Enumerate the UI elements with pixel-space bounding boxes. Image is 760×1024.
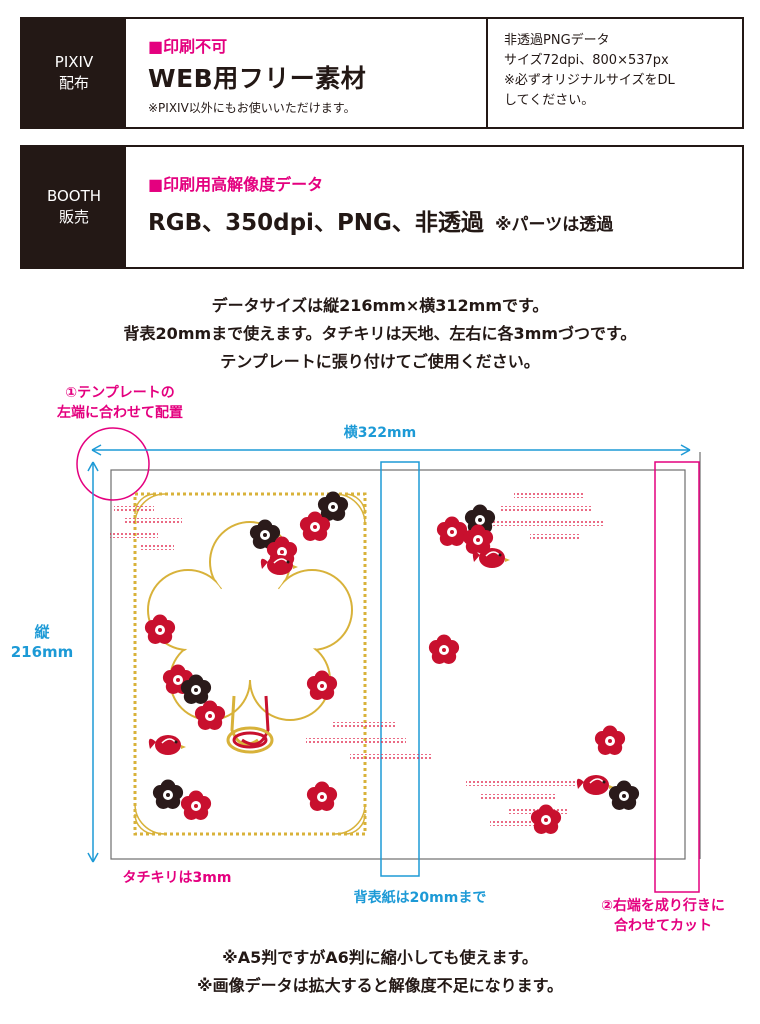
pixiv-spec-line3: ※必ずオリジナルサイズをDL	[504, 73, 675, 88]
pixiv-spec: 非透過PNGデータ サイズ72dpi、800×537px ※必ずオリジナルサイズ…	[504, 31, 675, 111]
instruction-line-1: データサイズは縦216mm×横312mmです。	[211, 296, 549, 315]
spine-guide	[380, 461, 420, 877]
step2-line1: ②右端を成り行きに	[601, 898, 725, 914]
pixiv-tag: PIXIV 配布	[22, 19, 126, 127]
gold-frame	[133, 492, 367, 836]
booth-tag: BOOTH 販売	[22, 147, 126, 267]
template-outline	[110, 469, 686, 860]
pixiv-info-box: PIXIV 配布 ■印刷不可 WEB用フリー素材 ※PIXIV以外にもお使いいた…	[20, 17, 744, 129]
booth-title: RGB、350dpi、PNG、非透過	[148, 210, 484, 236]
blossom-window	[147, 521, 353, 721]
pixiv-tag-line1: PIXIV	[54, 53, 94, 71]
instruction-line-2: 背表20mmまで使えます。タチキリは天地、左右に各3mmづつです。	[123, 324, 637, 343]
height-line1: 縦	[34, 623, 50, 641]
pixiv-spec-line4: してください。	[504, 93, 595, 108]
pixiv-spec-line1: 非透過PNGデータ	[504, 33, 610, 48]
footer-line-1: ※A5判ですがA6判に縮小しても使えます。	[222, 948, 538, 967]
corner-guide-circle	[76, 427, 150, 501]
width-label: 横322mm	[343, 425, 417, 441]
spine-label: 背表紙は20mmまで	[353, 890, 487, 906]
footer-line-2: ※画像データは拡大すると解像度不足になります。	[197, 976, 563, 995]
step1-callout: ①テンプレートの 左端に合わせて配置	[20, 383, 220, 423]
pixiv-subtitle: ※PIXIV以外にもお使いいただけます。	[148, 101, 356, 115]
pixiv-spec-line2: サイズ72dpi、800×537px	[504, 53, 669, 68]
height-line2: 216mm	[10, 643, 74, 661]
height-label: 縦 216mm	[0, 622, 84, 662]
step2-line2: 合わせてカット	[614, 918, 712, 934]
bleed-label: タチキリは3mm	[122, 870, 232, 886]
booth-info-box: BOOTH 販売 ■印刷用高解像度データ RGB、350dpi、PNG、非透過 …	[20, 145, 744, 269]
booth-note: ■印刷用高解像度データ	[148, 175, 324, 194]
step1-line1: ①テンプレートの	[65, 385, 175, 401]
pixiv-note: ■印刷不可	[148, 37, 228, 56]
pixiv-tag-line2: 配布	[58, 74, 89, 92]
pixiv-divider	[486, 19, 488, 127]
pixiv-title: WEB用フリー素材	[148, 64, 367, 93]
booth-tag-line1: BOOTH	[46, 187, 102, 205]
booth-tag-line2: 販売	[58, 208, 89, 226]
instruction-line-3: テンプレートに張り付けてご使用ください。	[220, 352, 540, 371]
booth-title-row: RGB、350dpi、PNG、非透過 ※パーツは透過	[148, 203, 613, 237]
booth-title-suffix: ※パーツは透過	[495, 215, 614, 235]
right-cut-guide	[654, 461, 700, 893]
step2-callout: ②右端を成り行きに 合わせてカット	[566, 896, 760, 936]
mizuhiki-knot	[226, 695, 274, 754]
step1-line2: 左端に合わせて配置	[57, 405, 183, 421]
